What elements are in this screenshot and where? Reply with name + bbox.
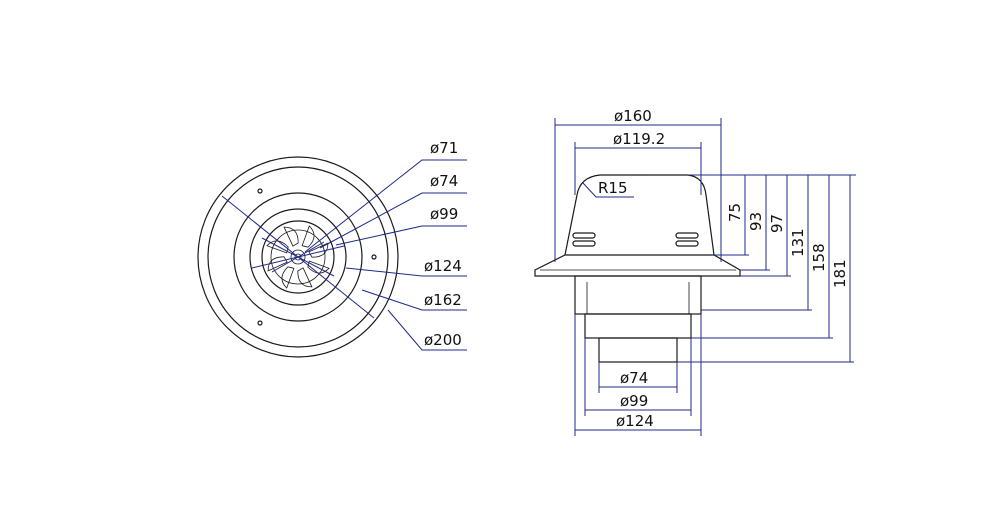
leader-124: [345, 267, 467, 277]
screw-hole-right: [371, 254, 377, 260]
sleeve-124: [574, 275, 702, 315]
leader-200: [387, 309, 467, 351]
leader-r15: [582, 182, 634, 198]
label-h131: 131: [789, 228, 807, 257]
chord-74: [271, 241, 325, 273]
label-d119-2: ø119.2: [613, 130, 665, 148]
sleeve-99: [584, 313, 692, 339]
grille-vane: [281, 266, 295, 289]
leader-74: [319, 192, 467, 249]
label-b74: ø74: [620, 369, 648, 387]
flange-outer-circle: [197, 156, 399, 358]
plan-view: ø71 ø74 ø99 ø124 ø162 ø200: [197, 139, 467, 358]
label-h93: 93: [747, 212, 765, 231]
vent-slot-right-2: [675, 240, 699, 247]
vent-slot-right-1: [675, 232, 699, 239]
screw-hole-top: [257, 188, 263, 194]
grille-vane: [283, 226, 299, 247]
bottom-dimensions: [574, 314, 702, 436]
hub-inner-circle: [294, 253, 302, 261]
screw-hole-bottom: [257, 320, 263, 326]
label-h181: 181: [831, 259, 849, 288]
vent-slot-left-2: [572, 240, 596, 247]
label-h158: 158: [810, 243, 828, 272]
body-circle-124: [249, 208, 347, 306]
label-d200: ø200: [424, 331, 462, 349]
grille-vane: [301, 225, 315, 248]
grille-vane: [267, 256, 288, 272]
top-dimensions: [554, 118, 722, 262]
flange: [534, 254, 741, 277]
grille-vane: [297, 267, 313, 288]
leader-71: [304, 159, 467, 253]
grille-circle-99: [261, 220, 335, 294]
label-b124: ø124: [616, 412, 654, 430]
hub-circle: [290, 249, 306, 265]
label-d71: ø71: [430, 139, 458, 157]
flange-inner-circle: [207, 166, 389, 348]
side-view: ø160 ø119.2 R15 75 93 97 131 158 181: [534, 107, 856, 436]
label-d124: ø124: [424, 257, 462, 275]
grille-vane: [308, 242, 329, 258]
label-d160: ø160: [614, 107, 652, 125]
plan-leaders: [221, 159, 467, 351]
leader-99: [335, 225, 467, 246]
label-h75: 75: [726, 203, 744, 222]
body-circle-162: [233, 192, 363, 322]
grille-circle-74: [270, 229, 326, 285]
spigot-74: [598, 337, 678, 363]
label-d162: ø162: [424, 291, 462, 309]
label-r15: R15: [598, 179, 628, 197]
label-d74: ø74: [430, 172, 458, 190]
height-dimensions: [677, 174, 856, 363]
vent-slot-left-1: [572, 232, 596, 239]
label-b99: ø99: [620, 392, 648, 410]
label-h97: 97: [768, 214, 786, 233]
leader-162: [361, 289, 467, 311]
label-d99: ø99: [430, 205, 458, 223]
